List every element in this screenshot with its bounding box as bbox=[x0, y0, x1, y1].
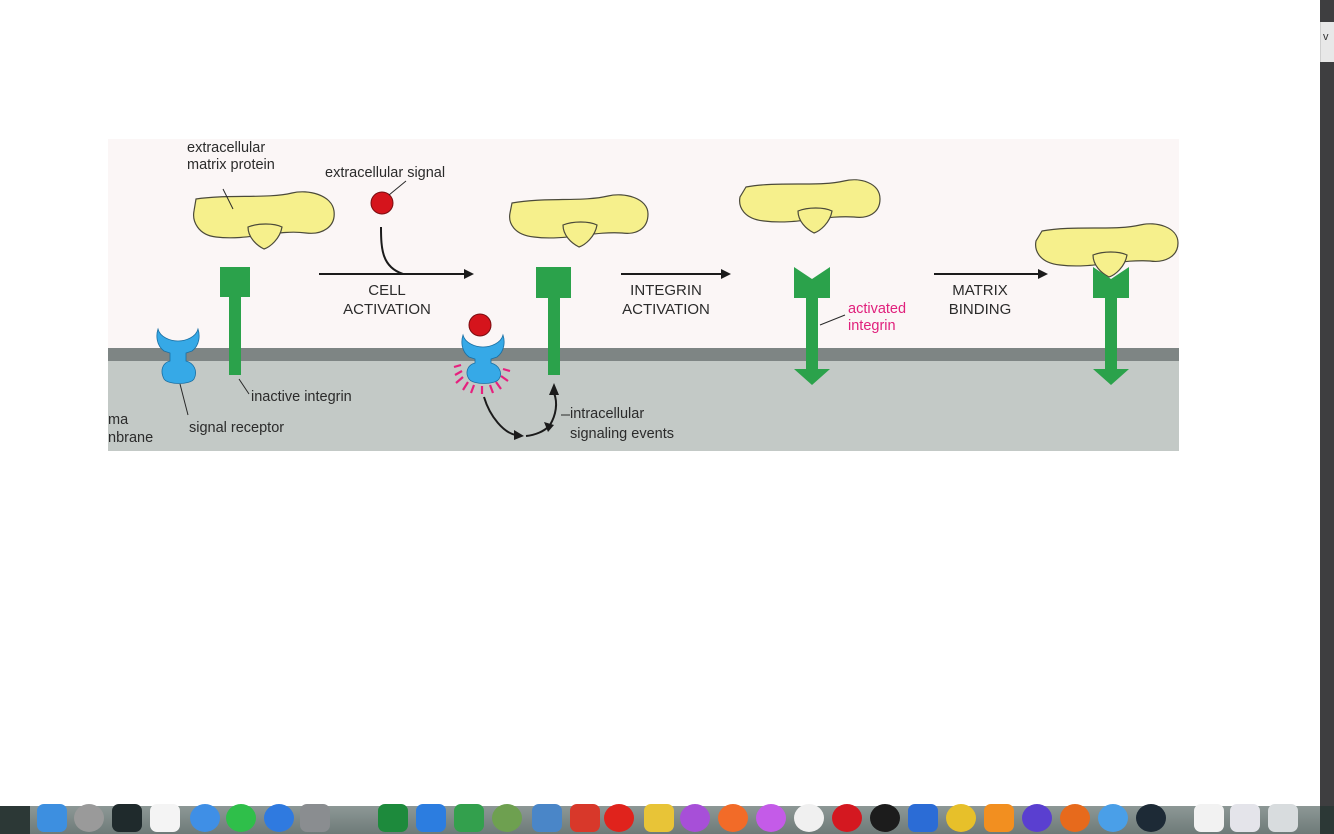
trash-icon[interactable] bbox=[1268, 804, 1298, 832]
app-icon-photo-1[interactable] bbox=[492, 804, 522, 832]
chrome-icon[interactable] bbox=[946, 804, 976, 832]
document-icon[interactable] bbox=[1194, 804, 1224, 832]
preview-icon[interactable] bbox=[532, 804, 562, 832]
app-icon-purple-1[interactable] bbox=[1022, 804, 1052, 832]
finder-icon[interactable] bbox=[37, 804, 67, 832]
app-icon-red-1[interactable] bbox=[570, 804, 600, 832]
app-icon-white-1[interactable] bbox=[794, 804, 824, 832]
label-inactive-integrin: inactive integrin bbox=[251, 389, 352, 405]
label-signal-receptor: signal receptor bbox=[189, 420, 284, 436]
app-icon-red-2[interactable] bbox=[604, 804, 634, 832]
app-icon-dark-2[interactable] bbox=[1136, 804, 1166, 832]
terminal-icon[interactable] bbox=[112, 804, 142, 832]
facetime-icon[interactable] bbox=[226, 804, 256, 832]
calendar-icon[interactable] bbox=[150, 804, 180, 832]
edge-tab-glyph: v bbox=[1323, 31, 1329, 43]
app-icon-green-1[interactable] bbox=[454, 804, 484, 832]
firefox-icon[interactable] bbox=[1060, 804, 1090, 832]
opera-icon[interactable] bbox=[832, 804, 862, 832]
app-icon-blue-2[interactable] bbox=[908, 804, 938, 832]
window-edge bbox=[1320, 0, 1334, 834]
edge-tab[interactable]: v bbox=[1320, 22, 1334, 62]
downloads-icon[interactable] bbox=[1230, 804, 1260, 832]
app-icon-yellow-1[interactable] bbox=[644, 804, 674, 832]
safari-icon[interactable] bbox=[264, 804, 294, 832]
messages-icon[interactable] bbox=[190, 804, 220, 832]
plasma-membrane bbox=[108, 348, 1179, 361]
photo-app-icon[interactable] bbox=[300, 804, 330, 832]
app-icon-orange-1[interactable] bbox=[718, 804, 748, 832]
app-icon-multi-1[interactable] bbox=[680, 804, 710, 832]
app-icon-orange-2[interactable] bbox=[984, 804, 1014, 832]
extracellular-signal bbox=[371, 192, 393, 214]
launchpad-icon[interactable] bbox=[74, 804, 104, 832]
app-icon-blue-3[interactable] bbox=[1098, 804, 1128, 832]
label-extracellular-signal: extracellular signal bbox=[325, 165, 445, 181]
app-icon-dark-1[interactable] bbox=[870, 804, 900, 832]
app-icon-blue-1[interactable] bbox=[416, 804, 446, 832]
excel-icon[interactable] bbox=[378, 804, 408, 832]
itunes-icon[interactable] bbox=[756, 804, 786, 832]
